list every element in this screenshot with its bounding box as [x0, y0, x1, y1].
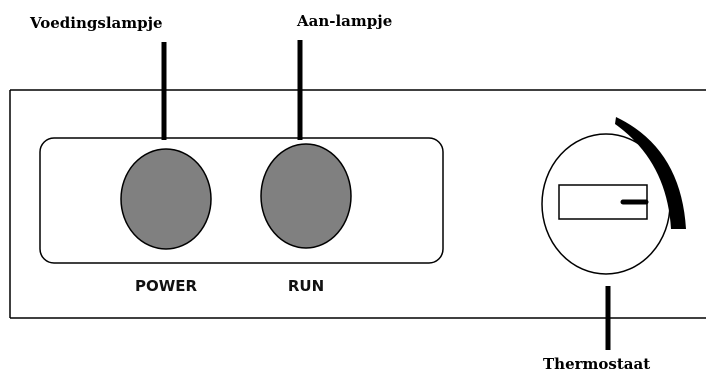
power-label: POWER	[135, 277, 198, 295]
run-lamp	[260, 143, 352, 249]
thermostat-callout: Thermostaat	[543, 355, 651, 373]
indicator-bezel	[39, 137, 444, 264]
power-lamp	[120, 148, 212, 250]
power-light-callout: Voedingslampje	[30, 14, 163, 32]
thermostat-knob[interactable]	[541, 117, 686, 275]
run-light-callout: Aan-lampje	[297, 12, 393, 30]
thermostat-scale-arc	[615, 117, 686, 229]
run-label: RUN	[288, 277, 324, 295]
outer-panel-outline	[9, 89, 706, 319]
